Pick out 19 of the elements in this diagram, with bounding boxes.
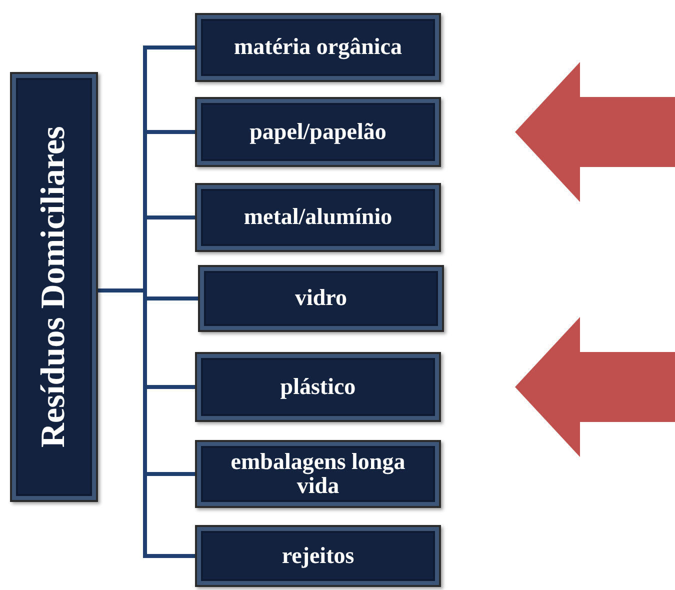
- block-arrow: [515, 317, 675, 457]
- category-label: plástico: [279, 374, 357, 400]
- category-box: [195, 97, 441, 167]
- category-label: rejeitos: [280, 544, 356, 568]
- category-label: matéria orgânica: [233, 35, 403, 60]
- category-label: embalagens longa vida: [230, 450, 406, 498]
- category-box: [195, 183, 441, 252]
- category-box: [195, 352, 441, 422]
- block-arrow: [515, 62, 675, 202]
- category-box: [198, 265, 444, 332]
- category-box: [195, 440, 441, 508]
- category-label: vidro: [294, 286, 348, 311]
- category-box: [195, 525, 441, 587]
- connector-line: [98, 288, 195, 558]
- category-title-box: [10, 72, 98, 502]
- category-label: metal/alumínio: [242, 205, 394, 230]
- category-label: papel/papelão: [248, 120, 388, 144]
- title-label: Resíduos Domiciliares: [36, 126, 72, 448]
- category-box: [195, 13, 441, 82]
